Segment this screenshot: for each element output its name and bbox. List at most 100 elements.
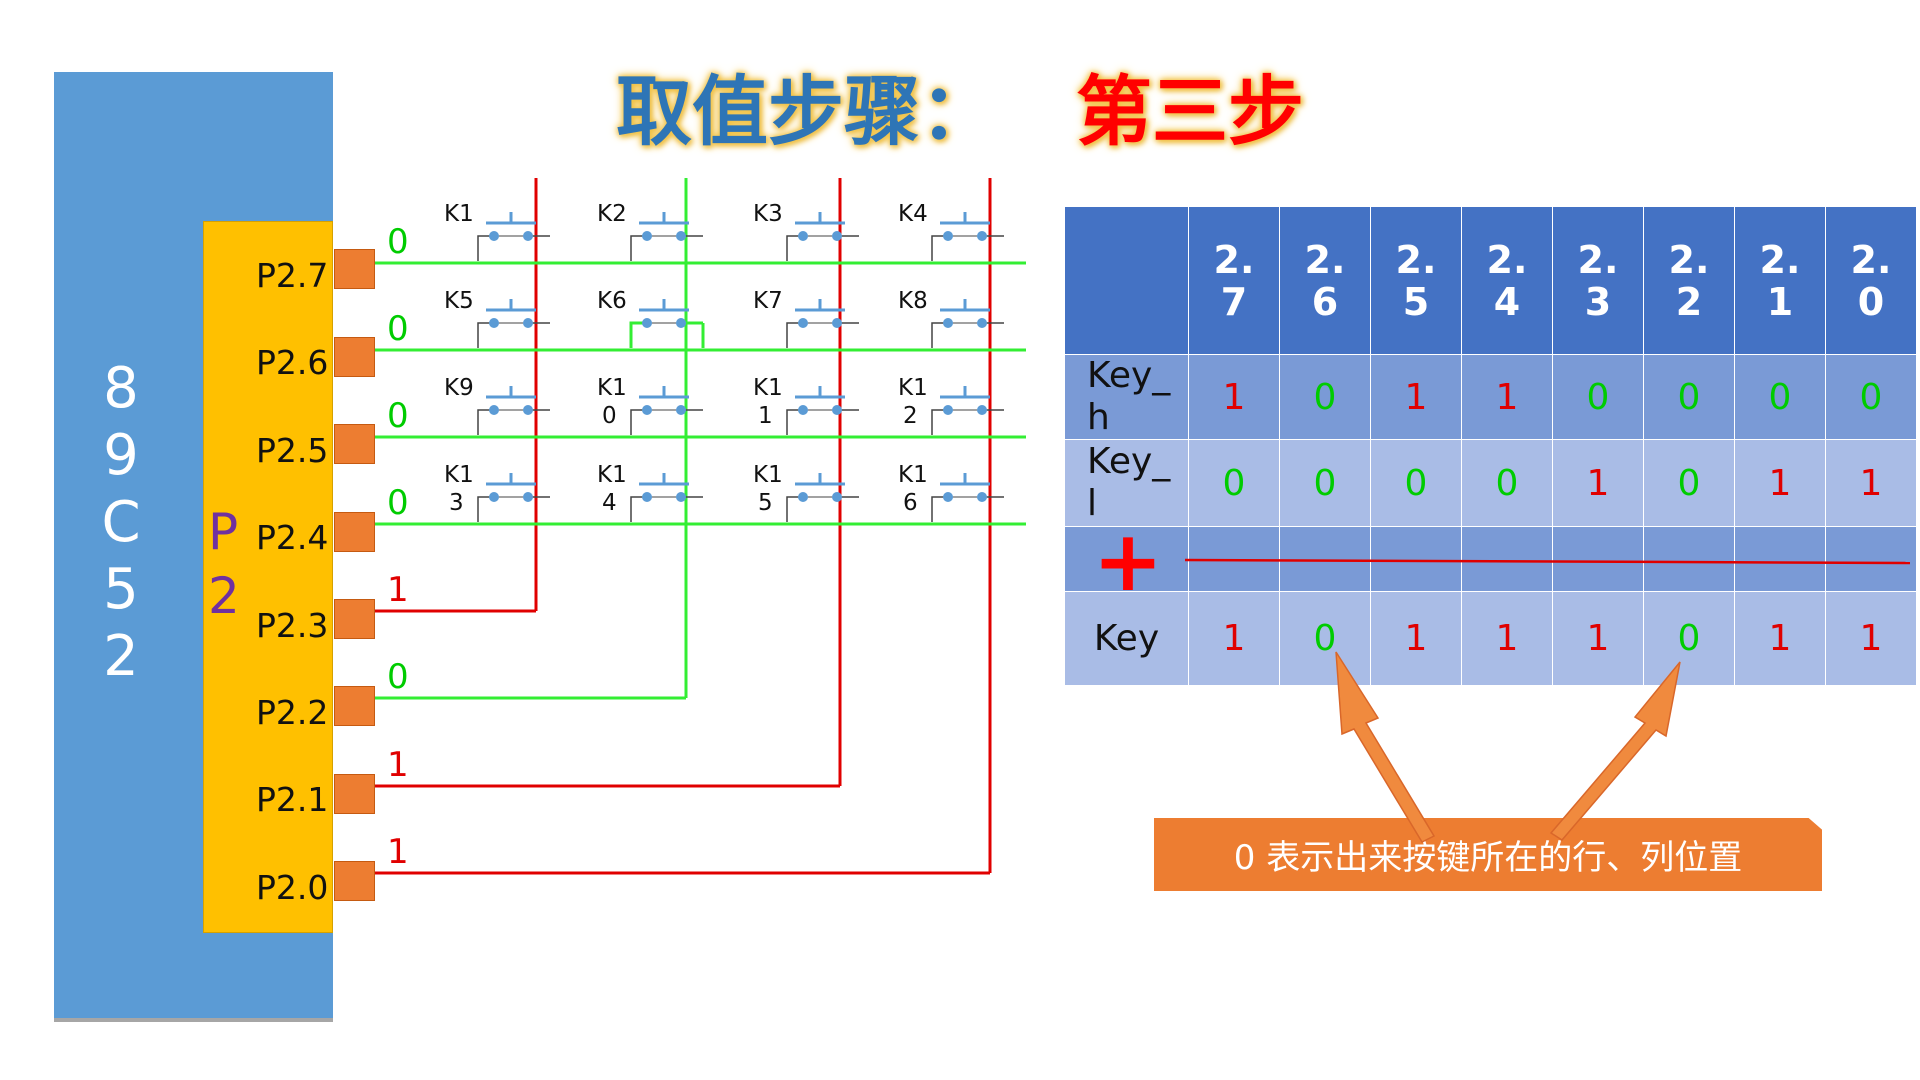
key-label: K5 <box>444 288 474 314</box>
key-label: 2 <box>903 403 918 429</box>
bit-cell: 1 <box>1552 591 1644 686</box>
pin-level: 0 <box>387 483 409 523</box>
bit-cell: 1 <box>1461 354 1553 440</box>
key-switch: K10 <box>597 375 703 435</box>
key-label: K4 <box>898 201 928 227</box>
key-switch: K11 <box>753 375 859 435</box>
key-label: K1 <box>898 375 928 401</box>
table-header-bit: 2. 4 <box>1461 206 1553 355</box>
table-header-corner <box>1064 206 1189 355</box>
sum-line <box>1184 558 1911 565</box>
pin-level: 0 <box>387 657 409 697</box>
key-label: 4 <box>602 490 617 516</box>
key-switch: K7 <box>753 288 859 348</box>
key-label: K6 <box>597 288 627 314</box>
key-label: K2 <box>597 201 627 227</box>
table-header-row: 2. 7 2. 6 2. 5 2. 4 2. 3 2. 2 2. 1 2. 0 <box>1064 206 1917 355</box>
bit-cell: 0 <box>1643 591 1735 686</box>
pin-pad-p21 <box>334 774 375 814</box>
arrow-up-icon <box>1549 661 1681 841</box>
table-row-key: Key 1 0 1 1 1 0 1 1 <box>1064 591 1917 686</box>
title-step-label: 取值步骤： <box>616 67 996 156</box>
key-switch: K9 <box>444 375 550 435</box>
key-switch: K14 <box>597 462 703 522</box>
key-label: K1 <box>597 375 627 401</box>
bit-cell: 1 <box>1734 591 1826 686</box>
key-switch: K3 <box>753 201 859 261</box>
plus-sign: + <box>1093 512 1163 610</box>
table-header-bit: 2. 3 <box>1552 206 1644 355</box>
plus-cell <box>1064 526 1189 592</box>
key-label: K1 <box>753 462 783 488</box>
table-header-bit: 2. 6 <box>1279 206 1371 355</box>
pin-pad-p22 <box>334 686 375 726</box>
bit-cell: 1 <box>1552 439 1644 527</box>
bit-cell: 1 <box>1825 591 1917 686</box>
row-label-key: Key <box>1064 591 1189 686</box>
pin-level: 1 <box>387 832 409 872</box>
key-label: K1 <box>444 201 474 227</box>
bit-cell: 0 <box>1461 439 1553 527</box>
pin-level: 0 <box>387 309 409 349</box>
arrow-up-icon <box>1335 651 1436 843</box>
bit-cell: 0 <box>1279 591 1371 686</box>
table-row-key-h: Key_ h 1 0 1 1 0 0 0 0 <box>1064 354 1917 440</box>
pin-pad-p24 <box>334 512 375 552</box>
pin-level: 0 <box>387 396 409 436</box>
pin-label-p24: P2.4 <box>256 518 329 557</box>
row-label-key-l: Key_ l <box>1064 439 1189 527</box>
pin-level: 1 <box>387 745 409 785</box>
key-switch: K5 <box>444 288 550 348</box>
port-p2-name: P 2 <box>208 503 240 625</box>
bit-cell: 1 <box>1370 591 1462 686</box>
pin-level: 0 <box>387 222 409 262</box>
key-switch: K8 <box>898 288 1004 348</box>
key-switch: K1 <box>444 201 550 261</box>
key-label: K1 <box>898 462 928 488</box>
key-label: K1 <box>597 462 627 488</box>
pin-pad-p25 <box>334 424 375 464</box>
pin-level: 1 <box>387 570 409 610</box>
bit-cell: 1 <box>1188 591 1280 686</box>
callout-box: 0 表示出来按键所在的行、列位置 <box>1154 818 1822 891</box>
bit-cell: 0 <box>1370 439 1462 527</box>
pin-label-p21: P2.1 <box>256 780 329 819</box>
key-switch: K2 <box>597 201 703 261</box>
pin-label-p26: P2.6 <box>256 343 329 382</box>
port-p2-block <box>203 221 333 933</box>
key-switch: K16 <box>898 462 1004 522</box>
pin-label-p22: P2.2 <box>256 693 329 732</box>
bit-cell: 1 <box>1461 591 1553 686</box>
key-label: 6 <box>903 490 918 516</box>
bit-cell: 0 <box>1552 354 1644 440</box>
key-label: K1 <box>753 375 783 401</box>
bit-cell: 1 <box>1734 439 1826 527</box>
pin-pad-p23 <box>334 599 375 639</box>
key-switch: K4 <box>898 201 1004 261</box>
row-label-key-h: Key_ h <box>1064 354 1189 440</box>
table-header-bit: 2. 7 <box>1188 206 1280 355</box>
key-label: 5 <box>758 490 773 516</box>
table-header-bit: 2. 1 <box>1734 206 1826 355</box>
pin-pad-p27 <box>334 249 375 289</box>
pin-label-p27: P2.7 <box>256 256 329 295</box>
key-label: K9 <box>444 375 474 401</box>
slide-title: 取值步骤： 第三步 <box>0 50 1920 160</box>
table-header-bit: 2. 2 <box>1643 206 1735 355</box>
key-label: K1 <box>444 462 474 488</box>
key-switch: K12 <box>898 375 1004 435</box>
bit-cell: 0 <box>1279 439 1371 527</box>
title-step-number: 第三步 <box>1076 67 1304 156</box>
key-label: K7 <box>753 288 783 314</box>
key-label: 3 <box>449 490 464 516</box>
key-switch: K6 <box>597 288 705 348</box>
key-switch: K13 <box>444 462 550 522</box>
key-label: 1 <box>758 403 773 429</box>
pin-label-p25: P2.5 <box>256 431 329 470</box>
bit-cell: 0 <box>1825 354 1917 440</box>
key-label: 0 <box>602 403 617 429</box>
mcu-chip-name: 8 9 C 5 2 <box>101 356 141 689</box>
table-row-key-l: Key_ l 0 0 0 0 1 0 1 1 <box>1064 439 1917 527</box>
